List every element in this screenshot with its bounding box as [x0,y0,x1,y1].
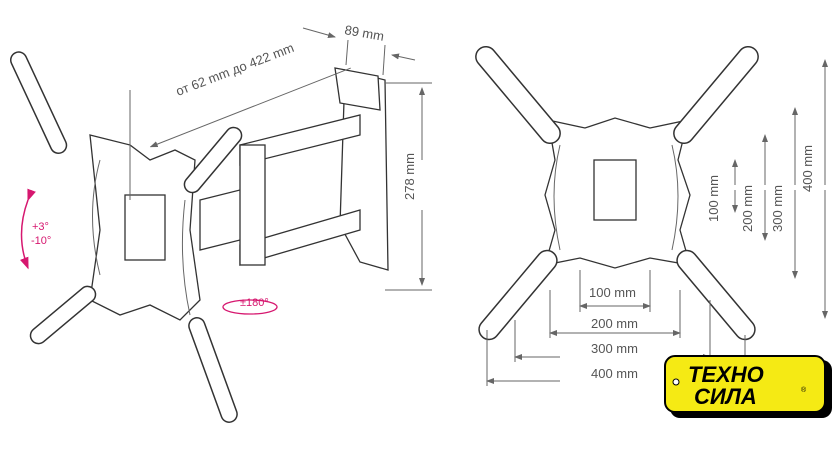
vertical-dim-400: 400 mm [800,145,815,192]
depth-label: 89 mm [343,22,385,44]
horizontal-dim-300: 300 mm [591,341,638,356]
tekhnosila-logo: ТЕХНО СИЛА ® [664,355,832,418]
right-vesa-drawing: 100 mm 200 mm 300 mm 400 mm 100 mm 200 m… [475,45,828,386]
horizontal-dim-200: 200 mm [591,316,638,331]
logo-line2: СИЛА [694,384,757,409]
height-label: 278 mm [402,153,417,200]
extension-label: от 62 mm до 422 mm [174,40,296,99]
swivel-label: ±180° [240,297,269,309]
vertical-dim-100: 100 mm [706,175,721,222]
horizontal-dim-400: 400 mm [591,366,638,381]
tilt-arrow-icon [19,188,36,270]
logo-registered-mark: ® [801,386,807,394]
tilt-up-label: +3° [32,221,49,233]
swivel-arrow-icon [222,299,278,315]
left-mount-drawing: 89 mm от 62 mm до 422 mm 278 mm +3° -10°… [9,22,432,423]
vertical-dim-200: 200 mm [740,185,755,232]
logo-line1: ТЕХНО [688,362,764,387]
vertical-dim-300: 300 mm [770,185,785,232]
tilt-down-label: -10° [31,235,51,247]
horizontal-dim-100: 100 mm [589,285,636,300]
